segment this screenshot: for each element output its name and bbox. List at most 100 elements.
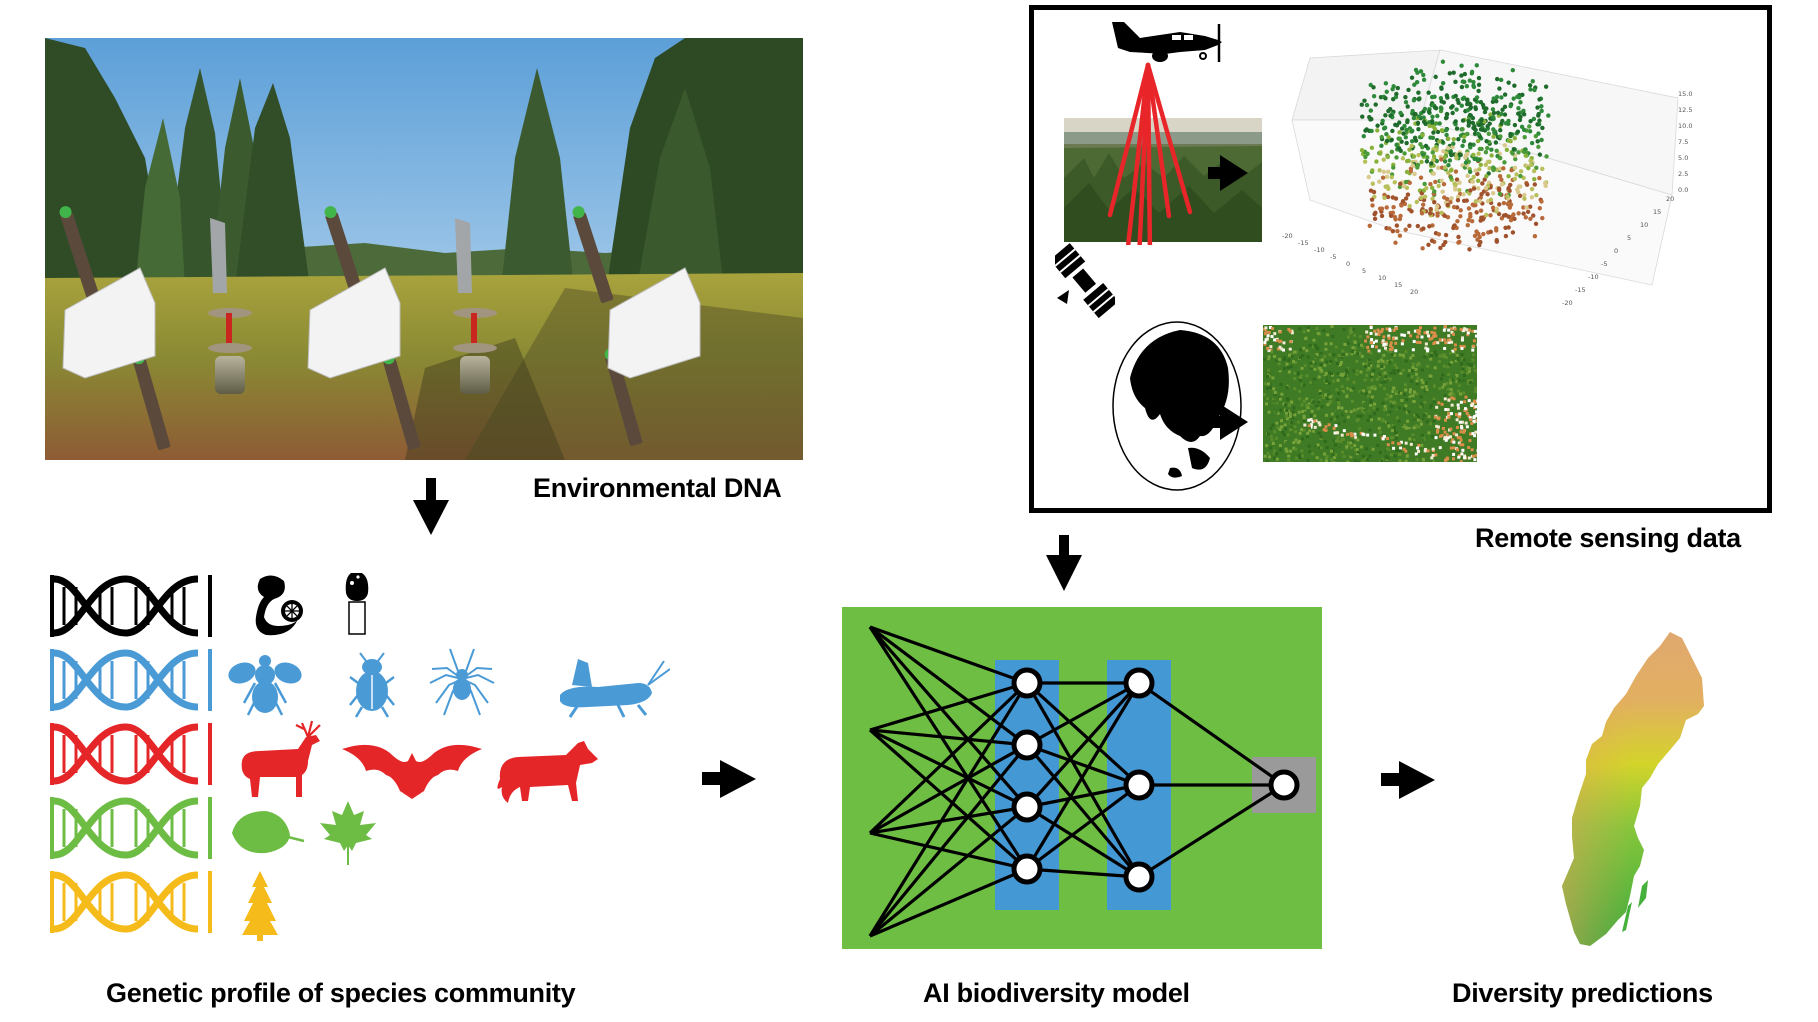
raster-pixel [1303, 423, 1307, 427]
raster-pixel [1296, 441, 1300, 445]
raster-pixel [1324, 347, 1328, 351]
point-cloud-point [1425, 155, 1430, 160]
raster-pixel [1272, 387, 1276, 391]
point-cloud-point [1407, 147, 1412, 152]
point-cloud-point [1488, 197, 1494, 202]
raster-pixel [1370, 378, 1374, 382]
raster-pixel [1430, 435, 1434, 439]
point-cloud-point [1441, 100, 1447, 105]
point-cloud-point [1433, 179, 1438, 185]
raster-pixel [1306, 329, 1310, 333]
raster-pixel [1459, 424, 1463, 428]
raster-pixel [1366, 345, 1370, 349]
point-cloud-point [1484, 106, 1489, 111]
point-cloud-point [1512, 216, 1517, 222]
raster-pixel [1344, 368, 1348, 372]
y-tick-label: -10 [1588, 273, 1599, 281]
raster-pixel [1468, 363, 1472, 367]
raster-pixel [1430, 336, 1434, 340]
raster-pixel [1385, 437, 1389, 441]
point-cloud-point [1532, 182, 1537, 187]
raster-pixel [1299, 386, 1303, 390]
point-cloud-point [1509, 168, 1514, 173]
point-cloud-point [1441, 149, 1446, 154]
raster-pixel [1315, 353, 1319, 357]
point-cloud-point [1383, 96, 1388, 101]
point-cloud-point [1510, 67, 1516, 73]
raster-pixel [1295, 416, 1299, 420]
point-cloud-point [1521, 211, 1526, 216]
raster-pixel [1411, 354, 1415, 358]
raster-pixel [1383, 377, 1387, 381]
point-cloud-point [1397, 136, 1402, 141]
raster-pixel [1334, 453, 1338, 457]
raster-pixel [1381, 339, 1385, 343]
point-cloud-point [1540, 215, 1545, 221]
raster-pixel [1313, 367, 1317, 371]
raster-pixel [1416, 418, 1420, 422]
point-cloud-point [1524, 182, 1530, 187]
raster-pixel [1383, 380, 1387, 384]
raster-pixel [1391, 441, 1395, 445]
raster-pixel [1441, 370, 1445, 374]
z-tick-label: 10.0 [1678, 122, 1692, 130]
raster-pixel [1349, 455, 1353, 459]
point-cloud-point [1430, 114, 1435, 120]
raster-pixel [1401, 339, 1405, 343]
conifer-icon [242, 871, 278, 941]
point-cloud-point [1384, 138, 1390, 144]
raster-pixel [1302, 428, 1306, 432]
raster-pixel [1438, 446, 1442, 450]
point-cloud-point [1374, 159, 1379, 164]
raster-pixel [1467, 445, 1471, 449]
raster-pixel [1351, 346, 1355, 350]
ai-model-label: AI biodiversity model [923, 978, 1190, 1008]
point-cloud-point [1440, 59, 1446, 64]
point-cloud-point [1477, 167, 1482, 172]
raster-pixel [1459, 362, 1463, 366]
raster-pixel [1343, 387, 1347, 391]
raster-pixel [1451, 438, 1455, 442]
raster-pixel [1293, 377, 1297, 381]
point-cloud-point [1402, 123, 1407, 129]
point-cloud-point [1432, 199, 1437, 205]
point-cloud-point [1415, 223, 1421, 229]
raster-pixel [1417, 363, 1421, 367]
point-cloud-point [1532, 176, 1537, 182]
point-cloud-point [1450, 110, 1455, 116]
point-cloud-point [1382, 195, 1387, 200]
raster-pixel [1331, 334, 1335, 338]
raster-pixel [1305, 349, 1309, 353]
raster-pixel [1432, 384, 1436, 388]
raster-pixel [1265, 374, 1269, 378]
raster-pixel [1384, 390, 1388, 394]
raster-pixel [1420, 402, 1424, 406]
raster-pixel [1308, 394, 1312, 398]
raster-pixel [1366, 457, 1370, 461]
raster-pixel [1320, 405, 1324, 409]
raster-pixel [1346, 432, 1350, 436]
raster-pixel [1273, 456, 1277, 460]
point-cloud-point [1461, 134, 1467, 139]
raster-pixel [1291, 410, 1295, 414]
raster-pixel [1293, 413, 1297, 417]
point-cloud-point [1521, 112, 1527, 117]
raster-pixel [1360, 409, 1364, 413]
raster-pixel [1287, 402, 1291, 406]
raster-pixel [1348, 393, 1352, 397]
point-cloud-point [1512, 122, 1518, 128]
raster-pixel [1291, 460, 1295, 462]
raster-pixel [1404, 388, 1408, 392]
raster-pixel [1440, 353, 1444, 357]
raster-pixel [1371, 420, 1375, 424]
raster-pixel [1303, 364, 1307, 368]
point-cloud-point [1459, 63, 1464, 68]
raster-pixel [1329, 377, 1333, 381]
raster-pixel [1357, 407, 1361, 411]
raster-pixel [1459, 443, 1463, 447]
raster-pixel [1314, 378, 1318, 382]
point-cloud-point [1499, 111, 1504, 117]
raster-pixel [1323, 452, 1327, 456]
raster-pixel [1385, 450, 1389, 454]
raster-pixel [1467, 328, 1471, 332]
